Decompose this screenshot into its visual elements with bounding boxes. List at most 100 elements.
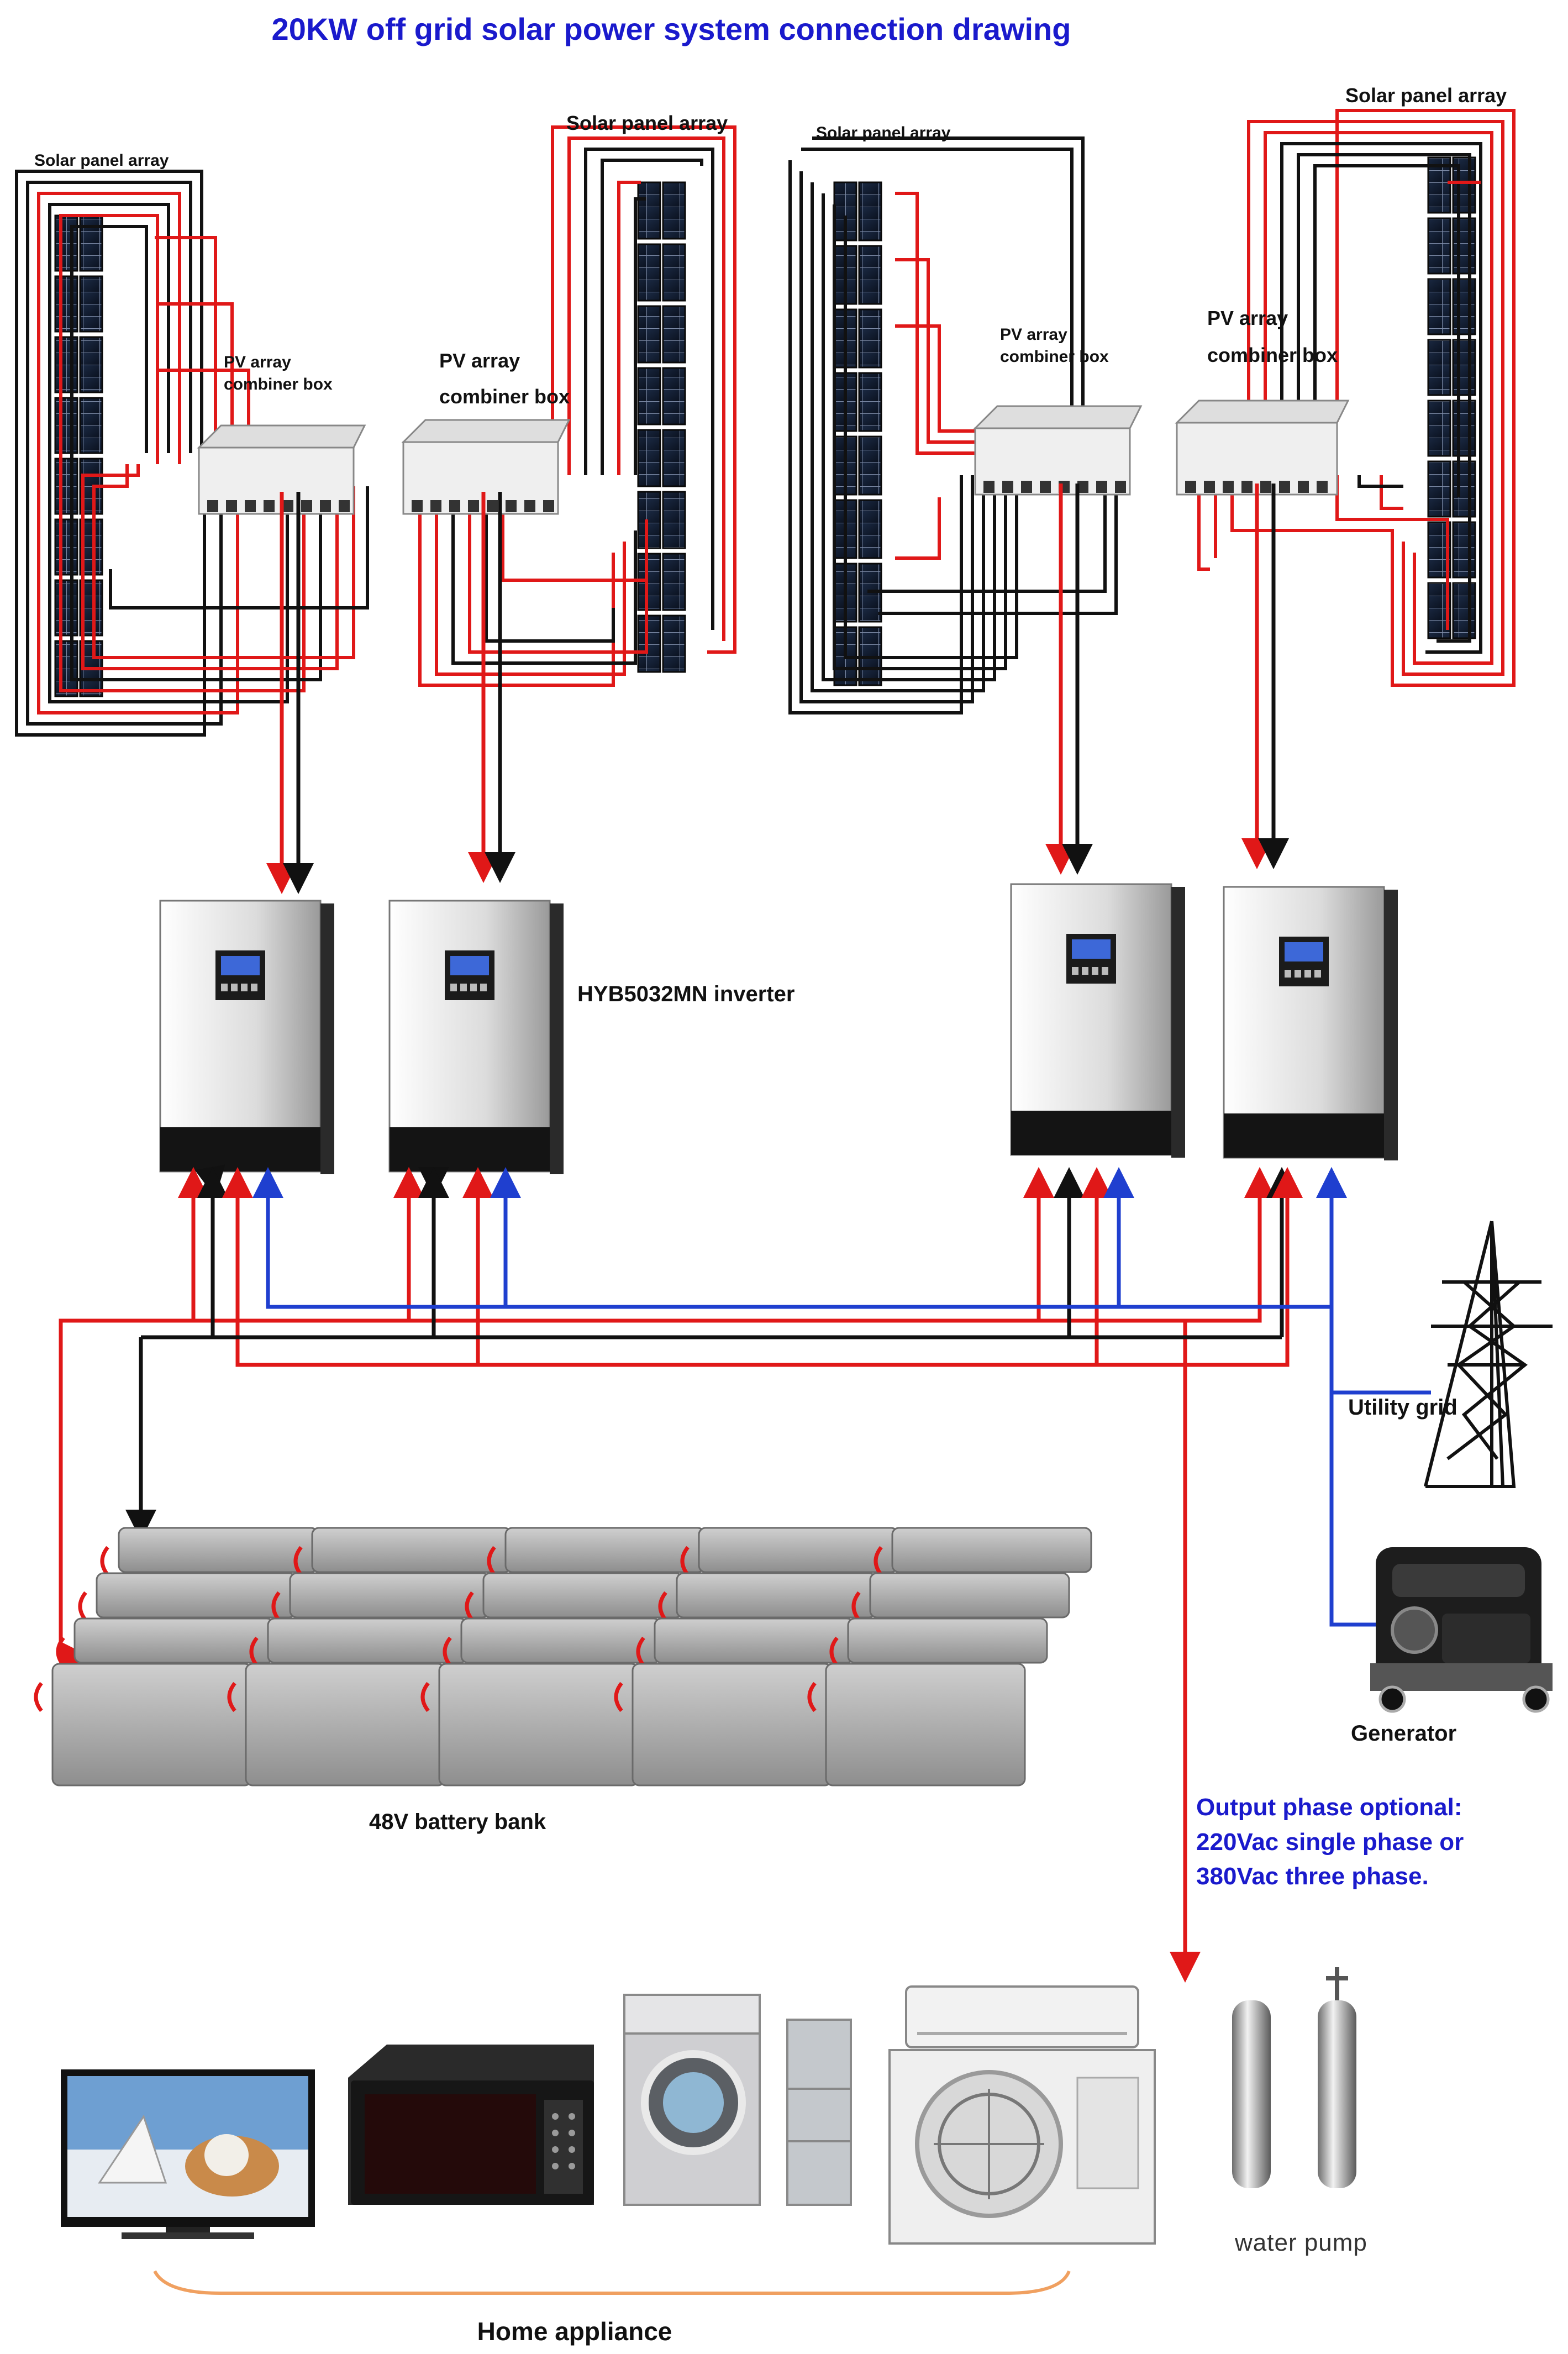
battery	[51, 1663, 252, 1786]
battery-link	[807, 1682, 817, 1712]
solar-panel	[1452, 521, 1476, 579]
generator-icon	[1370, 1547, 1553, 1713]
solar-panel	[637, 243, 661, 302]
inverter-key	[1082, 967, 1088, 975]
combiner-terminal	[430, 500, 441, 512]
inverter-body	[388, 900, 551, 1173]
solar-panel	[662, 243, 686, 302]
utility-grid-tower-icon	[1424, 1221, 1553, 1488]
combiner-box-top	[973, 405, 1143, 429]
battery	[825, 1663, 1026, 1786]
solar-panel	[858, 181, 882, 241]
solar-panel	[1452, 460, 1476, 518]
battery	[96, 1572, 297, 1619]
combiner-terminal	[339, 500, 350, 512]
solar-panel	[637, 181, 661, 240]
combiner-terminal	[412, 500, 423, 512]
output-note-line-1: Output phase optional:	[1196, 1794, 1462, 1821]
solar-panel	[662, 305, 686, 364]
solar-panel	[858, 245, 882, 305]
solar-panel	[1427, 217, 1451, 275]
water-pump-icon	[1232, 1967, 1356, 2188]
refrigerator-icon	[786, 2019, 852, 2206]
combiner-terminal	[1040, 481, 1051, 493]
inverter-key	[1072, 967, 1078, 975]
solar-panel	[54, 518, 78, 576]
battery	[311, 1527, 512, 1573]
array-1-wiring	[15, 170, 369, 737]
combiner-terminal	[282, 500, 293, 512]
battery-bank	[34, 1527, 1092, 1786]
inverter-key	[1304, 970, 1311, 978]
home-appliance-label: Home appliance	[477, 2317, 672, 2346]
air-conditioner-icon	[888, 1985, 1156, 2245]
inverter-key	[470, 984, 477, 991]
inverter-key	[1314, 970, 1321, 978]
inverter-base	[1224, 1113, 1384, 1158]
solar-panel	[662, 491, 686, 549]
battery-link	[78, 1591, 87, 1622]
inverter-side	[550, 903, 564, 1174]
battery	[438, 1663, 639, 1786]
solar-panel	[637, 305, 661, 364]
solar-panel	[79, 214, 103, 272]
inverter-display	[450, 956, 489, 975]
inverter-side	[1171, 887, 1185, 1158]
solar-panel	[858, 308, 882, 369]
inverter-display	[221, 956, 260, 975]
combiner-terminal	[264, 500, 275, 512]
battery	[847, 1617, 1048, 1664]
combiner-terminal	[226, 500, 237, 512]
bus-wiring	[59, 1183, 1431, 1983]
solar-panel	[54, 336, 78, 393]
combiner-terminal	[1241, 481, 1253, 493]
solar-panel	[54, 397, 78, 454]
combiner-terminal	[524, 500, 535, 512]
generator-label: Generator	[1351, 1721, 1456, 1746]
combiner-terminal	[1317, 481, 1328, 493]
combiner-terminal	[207, 500, 218, 512]
combiner-terminal	[1077, 481, 1088, 493]
combiner-label-4-line2: combiner box	[1207, 344, 1338, 366]
battery	[73, 1617, 275, 1664]
combiner-terminal	[1204, 481, 1215, 493]
inverter-key	[1295, 970, 1301, 978]
combiner-terminal	[1223, 481, 1234, 493]
solar-panel	[1452, 217, 1476, 275]
array-2-wiring	[418, 125, 736, 687]
battery	[654, 1617, 855, 1664]
combiner-terminal	[506, 500, 517, 512]
combiner-box-top	[1175, 400, 1350, 424]
battery	[676, 1572, 877, 1619]
combiner-label-1-line1: PV array	[224, 353, 291, 371]
inverter-base	[1011, 1111, 1171, 1155]
combiner-terminal	[1021, 481, 1032, 493]
battery	[504, 1527, 706, 1573]
solar-panel	[54, 214, 78, 272]
solar-array-label-4: Solar panel array	[1345, 84, 1507, 107]
battery-link	[100, 1546, 109, 1577]
inverter-base	[160, 1127, 320, 1171]
inverter-label: HYB5032MN inverter	[577, 982, 795, 1006]
solar-panel	[637, 429, 661, 487]
combiner-terminal	[1260, 481, 1271, 493]
solar-panel	[1427, 278, 1451, 335]
combiner-terminal	[449, 500, 460, 512]
page-title: 20KW off grid solar power system connect…	[272, 12, 1071, 46]
combiner-boxes	[197, 400, 1350, 515]
combiner-terminal	[1298, 481, 1309, 493]
battery	[698, 1527, 899, 1573]
battery	[245, 1663, 446, 1786]
battery	[482, 1572, 683, 1619]
battery	[289, 1572, 490, 1619]
combiner-box-top	[401, 419, 571, 443]
solar-panel	[54, 458, 78, 515]
home-appliance-bracket	[153, 2270, 1071, 2295]
battery	[632, 1663, 833, 1786]
solar-panel	[637, 614, 661, 673]
solar-panel	[79, 397, 103, 454]
combiner-terminal	[1096, 481, 1107, 493]
solar-array-label-3: Solar panel array	[816, 124, 951, 142]
solar-panel	[1452, 339, 1476, 396]
solar-panel	[662, 553, 686, 611]
